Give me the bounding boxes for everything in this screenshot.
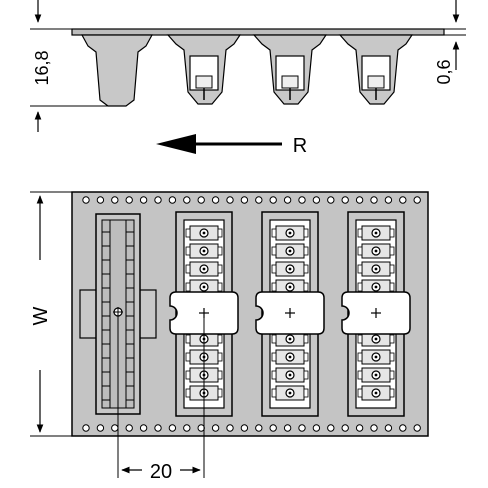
carrier-strip (71, 28, 445, 36)
sprocket-hole (283, 196, 292, 204)
side-part-1 (80, 34, 154, 107)
sprocket-hole (240, 424, 249, 432)
sprocket-hole (82, 424, 90, 432)
sprocket-hole (197, 424, 205, 432)
sprocket-hole (413, 196, 421, 204)
sprocket-hole (298, 196, 306, 204)
sprocket-hole (197, 196, 205, 204)
sprocket-hole (183, 424, 191, 432)
sprocket-hole (370, 196, 378, 204)
side-view: 16,8 0,6 (30, 0, 466, 132)
sprocket-hole (355, 196, 364, 204)
sprocket-hole (355, 424, 364, 432)
sprocket-hole (269, 424, 277, 432)
sprocket-hole (154, 196, 162, 204)
sprocket-hole (96, 196, 105, 204)
sprocket-hole (111, 424, 119, 432)
sprocket-hole (226, 196, 234, 204)
sprocket-hole (154, 424, 162, 432)
sprocket-hole (370, 424, 378, 432)
side-part-4 (338, 34, 414, 105)
tape-top-view: W 20 (30, 191, 429, 483)
sprocket-hole (125, 196, 133, 204)
height-dimension: 16,8 (30, 0, 108, 132)
sprocket-hole (82, 196, 90, 204)
direction-arrow: R (156, 134, 307, 157)
tape-part-3 (255, 211, 325, 417)
sprocket-hole (240, 196, 249, 204)
sprocket-hole (327, 424, 335, 432)
sprocket-hole (125, 424, 133, 432)
sprocket-hole (341, 424, 349, 432)
sprocket-hole (139, 196, 148, 204)
sprocket-hole (399, 424, 407, 432)
sprocket-hole (111, 196, 119, 204)
sprocket-hole (183, 196, 191, 204)
sprocket-hole (298, 424, 306, 432)
part1-ribs (102, 231, 134, 401)
width-label: W (30, 306, 52, 325)
tape-part-4 (341, 211, 411, 417)
thickness-label: 0,6 (434, 59, 454, 84)
sprocket-hole (211, 196, 220, 204)
sprocket-hole (269, 196, 277, 204)
sprocket-hole (399, 196, 407, 204)
tape-parts-with-labels (169, 211, 411, 417)
pitch-label: 20 (150, 461, 172, 483)
sprocket-hole (255, 196, 263, 204)
sprocket-hole (312, 424, 321, 432)
sprocket-hole (384, 424, 393, 432)
sprocket-hole (413, 424, 421, 432)
sprocket-hole (255, 424, 263, 432)
thickness-dimension: 0,6 (434, 0, 466, 85)
sprocket-hole (168, 196, 177, 204)
sprocket-hole (96, 424, 105, 432)
sprocket-holes (82, 196, 421, 432)
sprocket-hole (341, 196, 349, 204)
direction-label: R (293, 135, 307, 157)
pitch-dimension: 20 (117, 312, 205, 483)
sprocket-hole (384, 196, 393, 204)
sprocket-hole (283, 424, 292, 432)
side-part-2 (166, 34, 242, 105)
sprocket-hole (139, 424, 148, 432)
sprocket-hole (168, 424, 177, 432)
sprocket-hole (226, 424, 234, 432)
sprocket-hole (312, 196, 321, 204)
width-dimension: W (30, 191, 72, 437)
side-part-3 (252, 34, 328, 105)
sprocket-hole (211, 424, 220, 432)
height-label: 16,8 (32, 50, 52, 85)
sprocket-hole (327, 196, 335, 204)
